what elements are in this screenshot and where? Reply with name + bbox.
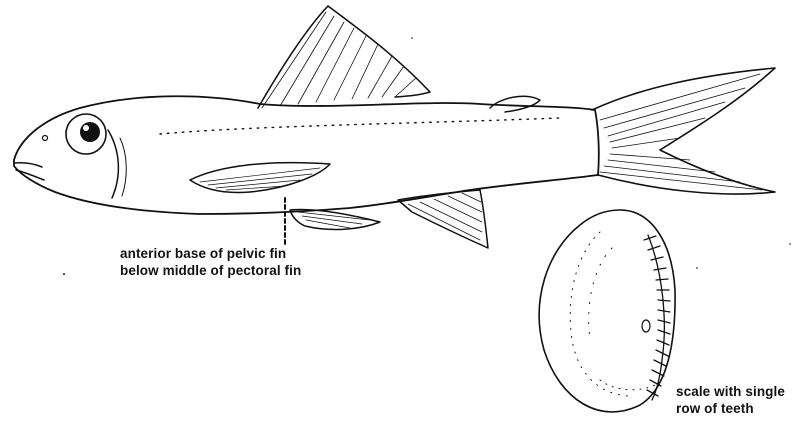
paper-specks — [63, 37, 791, 275]
caudal-fin — [592, 68, 775, 194]
gill-cover — [108, 130, 118, 198]
mouth — [14, 163, 44, 180]
eye — [66, 114, 106, 154]
dorsal-fin — [258, 6, 430, 108]
lateral-line — [160, 118, 560, 134]
fish-body — [14, 96, 599, 214]
scale-illustration — [539, 210, 675, 412]
pelvic-fin — [290, 210, 380, 230]
pelvic-fin-annotation-line-1: anterior base of pelvic fin — [120, 246, 286, 262]
scale-teeth-row — [644, 235, 670, 400]
pelvic-fin-annotation-line-2: below middle of pectoral fin — [120, 263, 301, 279]
pectoral-fin — [190, 163, 330, 193]
scale-annotation-line-1: scale with single — [676, 384, 785, 400]
scale-outline — [539, 210, 675, 412]
nostril — [43, 136, 48, 141]
scale-focus — [642, 320, 650, 332]
scale-annotation-line-2: row of teeth — [676, 401, 754, 417]
